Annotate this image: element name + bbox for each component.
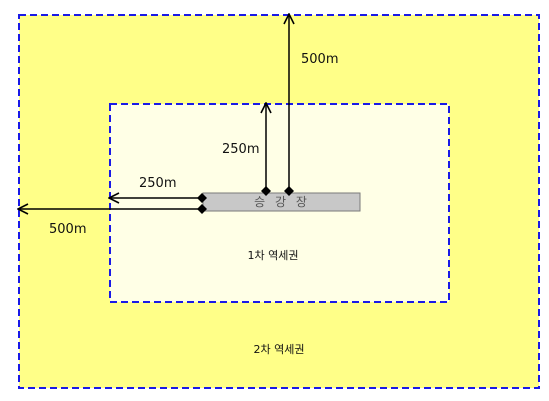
- label-left-250: 250m: [139, 176, 176, 191]
- label-up-500: 500m: [301, 52, 338, 67]
- label-up-250: 250m: [222, 142, 259, 157]
- origin-marker-left-250: [197, 193, 207, 203]
- platform-label: 승 강 장: [254, 195, 310, 209]
- primary-zone-label: 1차 역세권: [248, 249, 299, 262]
- origin-marker-left-500: [197, 204, 207, 214]
- label-left-500: 500m: [49, 222, 86, 237]
- origin-marker-up-250: [261, 186, 271, 196]
- secondary-zone-label: 2차 역세권: [254, 343, 305, 356]
- origin-marker-up-500: [284, 186, 294, 196]
